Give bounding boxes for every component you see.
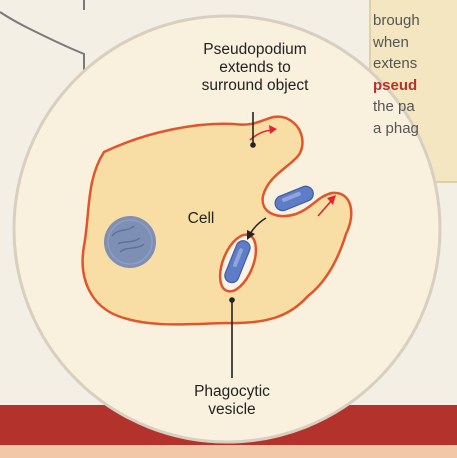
pseudopodium-label-line3: surround object xyxy=(160,77,350,95)
vesicle-leader-dot xyxy=(229,297,235,303)
info-key-term: pseud xyxy=(373,75,420,97)
info-key-term-text: pseud xyxy=(373,77,417,94)
info-line-4: the pa xyxy=(373,96,420,118)
vesicle-label-line2: vesicle xyxy=(162,401,302,419)
info-line-2: when xyxy=(373,32,420,54)
pseudopodium-leader-dot xyxy=(250,142,256,148)
info-box-text: brough when extens pseud the pa a phag xyxy=(373,10,420,139)
pseudopodium-label: Pseudopodium extends to surround object xyxy=(160,41,350,95)
vesicle-label-line1: Phagocytic xyxy=(162,383,302,401)
nucleus xyxy=(104,216,156,268)
pseudopodium-label-line2: extends to xyxy=(160,59,350,77)
cell-label: Cell xyxy=(176,210,226,228)
info-line-1: brough xyxy=(373,10,420,32)
info-line-3: extens xyxy=(373,53,420,75)
pseudopodium-label-line1: Pseudopodium xyxy=(160,41,350,59)
vesicle-label: Phagocytic vesicle xyxy=(162,383,302,419)
bottom-strip xyxy=(0,445,457,458)
info-line-5: a phag xyxy=(373,118,420,140)
